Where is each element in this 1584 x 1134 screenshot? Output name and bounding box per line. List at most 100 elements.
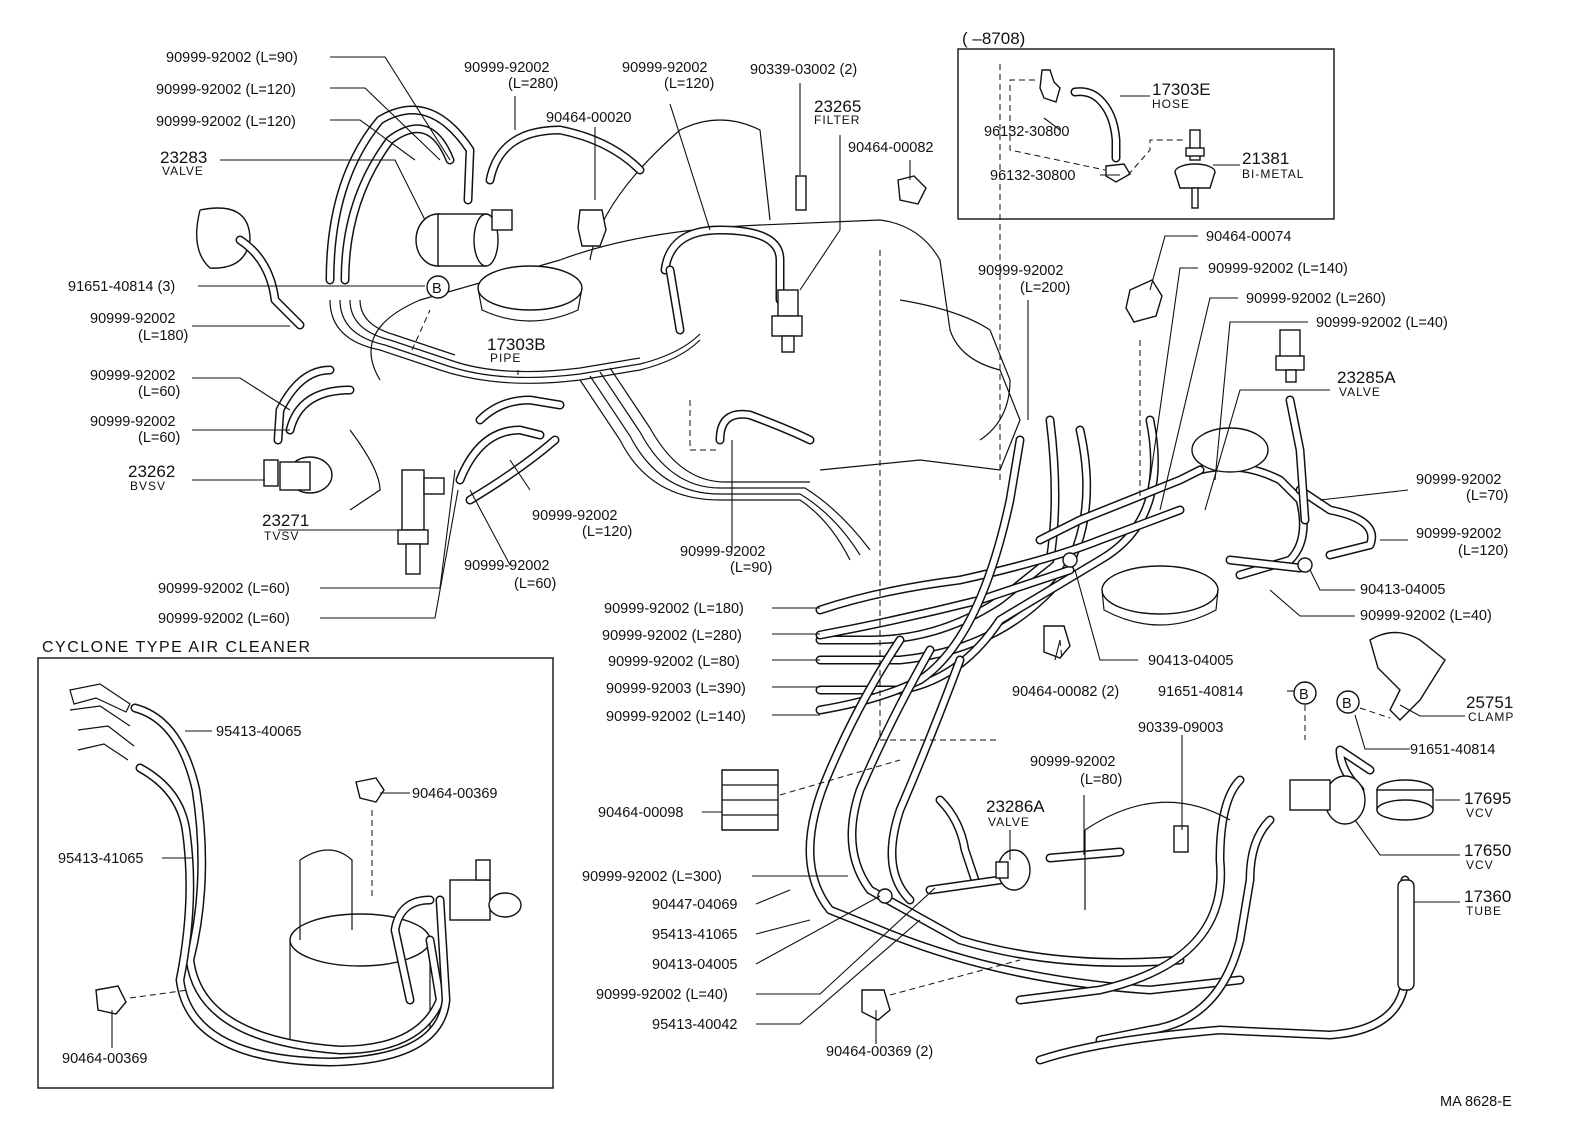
label-23262: 23262	[128, 462, 175, 481]
engine-outline	[195, 119, 1021, 511]
label-91651-40814: 91651-40814	[1158, 684, 1243, 700]
label-90999-92002-l180: 90999-92002 (L=180)	[604, 601, 744, 617]
vsv-icon	[449, 859, 522, 921]
inset-range-label: ( –8708)	[962, 29, 1025, 48]
label-90999-92002: 90999-92002	[680, 544, 765, 560]
label-l60: (L=60)	[138, 430, 180, 446]
label-tvsv: TVSV	[264, 529, 299, 543]
clamp-icon	[1125, 279, 1163, 323]
label-l60: (L=60)	[138, 384, 180, 400]
label-90999-92002: 90999-92002	[1416, 472, 1501, 488]
clamp-icon	[897, 175, 927, 205]
label-90999-92002-l60: 90999-92002 (L=60)	[158, 581, 290, 597]
tube-17360-icon	[1397, 879, 1415, 991]
label-90999-92002: 90999-92002	[464, 558, 549, 574]
label-90999-92002: 90999-92002	[532, 508, 617, 524]
tee-connector-icon	[1062, 552, 1078, 568]
label-90999-92002: 90999-92002	[464, 60, 549, 76]
hose-bundle	[273, 105, 1410, 1065]
label-17360: 17360	[1464, 887, 1511, 906]
label-90464-00098: 90464-00098	[598, 805, 683, 821]
label-23271: 23271	[262, 511, 309, 530]
label-90999-92002: 90999-92002	[90, 368, 175, 384]
bolt-icon	[1173, 825, 1189, 853]
label-95413-41065: 95413-41065	[652, 927, 737, 943]
svg-text:B: B	[1342, 696, 1352, 712]
label-95413-40065: 95413-40065	[216, 724, 301, 740]
label-hose: HOSE	[1152, 97, 1190, 111]
label-pipe: PIPE	[490, 351, 521, 365]
tee-connector-icon	[1297, 557, 1313, 573]
callout-b-icon: B	[426, 275, 450, 299]
label-90999-92002: 90999-92002	[90, 311, 175, 327]
label-17650: 17650	[1464, 841, 1511, 860]
vcv-17695-icon	[1376, 779, 1434, 821]
label-90999-92002: 90999-92002	[1416, 526, 1501, 542]
label-l120: (L=120)	[1458, 543, 1508, 559]
hose-clip-icon	[1039, 69, 1061, 103]
label-90464-00082: 90464-00082	[848, 140, 933, 156]
label-90999-92002-l40: 90999-92002 (L=40)	[1360, 608, 1492, 624]
label-90464-00369: 90464-00369	[412, 786, 497, 802]
label-clamp: CLAMP	[1468, 710, 1514, 724]
label-90999-92002-l40: 90999-92002 (L=40)	[1316, 315, 1448, 331]
clamp-icon	[355, 777, 385, 803]
label-valve: VALVE	[988, 815, 1030, 829]
label-90999-92002-l140: 90999-92002 (L=140)	[606, 709, 746, 725]
label-l200: (L=200)	[1020, 280, 1070, 296]
cyclone-title: CYCLONE TYPE AIR CLEANER	[42, 639, 312, 656]
label-95413-40042: 95413-40042	[652, 1017, 737, 1033]
vcv-17650-icon	[1289, 775, 1366, 825]
label-vcv: VCV	[1466, 806, 1494, 820]
label-90999-92002: 90999-92002	[978, 263, 1063, 279]
label-90464-00082-2: 90464-00082 (2)	[1012, 684, 1119, 700]
label-90413-04005: 90413-04005	[652, 957, 737, 973]
label-90413-04005: 90413-04005	[1360, 582, 1445, 598]
valve-23286a-icon	[995, 849, 1031, 891]
label-21381: 21381	[1242, 149, 1289, 168]
label-23285a: 23285A	[1337, 368, 1396, 387]
label-valve: VALVE	[1339, 385, 1381, 399]
hose-clip-icon	[1105, 163, 1131, 183]
label-90339-09003: 90339-09003	[1138, 720, 1223, 736]
label-96132-30800: 96132-30800	[984, 124, 1069, 140]
label-90999-92002-l60: 90999-92002 (L=60)	[158, 611, 290, 627]
label-vcv: VCV	[1466, 858, 1494, 872]
label-17303e: 17303E	[1152, 80, 1211, 99]
label-90413-04005: 90413-04005	[1148, 653, 1233, 669]
valve-23285a-icon	[1275, 329, 1305, 383]
label-23265: 23265	[814, 97, 861, 116]
clamp-icon	[861, 989, 891, 1021]
label-90464-00369: 90464-00369	[62, 1051, 147, 1067]
label-l120: (L=120)	[582, 524, 632, 540]
label-l280: (L=280)	[508, 76, 558, 92]
label-l120: (L=120)	[664, 76, 714, 92]
label-17303b: 17303B	[487, 335, 546, 354]
svg-text:B: B	[432, 281, 442, 297]
label-90464-00020: 90464-00020	[546, 110, 631, 126]
label-90999-92002-l90: 90999-92002 (L=90)	[166, 50, 298, 66]
label-filter: FILTER	[814, 113, 860, 127]
filter-23265-icon	[771, 289, 803, 353]
svg-text:B: B	[1299, 687, 1309, 703]
label-90999-92002: 90999-92002	[1030, 754, 1115, 770]
label-91651-40814: 91651-40814	[1410, 742, 1495, 758]
hose-fittings-icon	[69, 683, 135, 761]
label-90999-92002: 90999-92002	[90, 414, 175, 430]
figure-code: MA 8628-E	[1440, 1094, 1512, 1110]
label-tube: TUBE	[1466, 904, 1502, 918]
label-l70: (L=70)	[1466, 488, 1508, 504]
label-90999-92002: 90999-92002	[622, 60, 707, 76]
label-valve: VALVE	[162, 164, 204, 178]
valve-23283-icon	[415, 209, 513, 267]
label-90999-92002-l40: 90999-92002 (L=40)	[596, 987, 728, 1003]
label-90999-92002-l260: 90999-92002 (L=260)	[1246, 291, 1386, 307]
clamp-icon	[577, 209, 607, 247]
bolt-icon	[795, 175, 807, 211]
tee-connector-icon	[877, 888, 893, 904]
label-95413-41065: 95413-41065	[58, 851, 143, 867]
label-90999-92002-l80: 90999-92002 (L=80)	[608, 654, 740, 670]
label-bi-metal: BI-METAL	[1242, 167, 1304, 181]
components: B B B	[263, 60, 1446, 1021]
